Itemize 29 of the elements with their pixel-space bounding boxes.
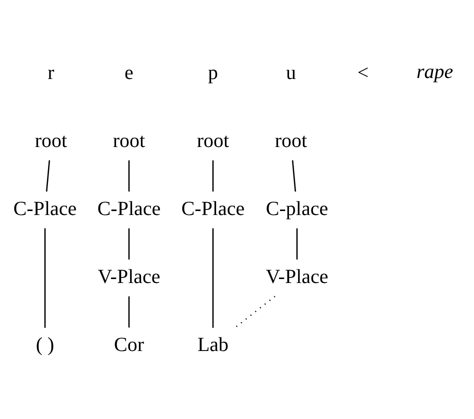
node-text: V-Place: [266, 266, 328, 288]
node-text: C-Place: [97, 198, 161, 220]
node-text: root: [196, 130, 230, 152]
label: p: [208, 62, 218, 84]
label: rape: [416, 60, 454, 82]
node-text: V-Place: [98, 266, 160, 288]
connector: [44, 228, 46, 328]
node-text: root: [274, 130, 308, 152]
label: u: [286, 62, 296, 84]
connector: [128, 228, 130, 260]
connector: [296, 228, 298, 260]
node-text: C-place: [266, 198, 328, 220]
node-text: ( ): [36, 334, 54, 356]
node-text: Cor: [114, 334, 144, 356]
connector: [128, 160, 130, 192]
node-text: C-Place: [181, 198, 245, 220]
connector: [46, 160, 50, 192]
connector: [212, 160, 214, 192]
connector: [292, 160, 296, 192]
node-text: root: [34, 130, 68, 152]
node-text: root: [112, 130, 146, 152]
connector: [234, 295, 276, 328]
connector: [212, 228, 214, 328]
label: e: [124, 62, 134, 84]
node-text: C-Place: [13, 198, 77, 220]
label: r: [48, 62, 54, 84]
node-text: Lab: [197, 334, 229, 356]
connector: [128, 296, 130, 328]
label: <: [357, 62, 369, 84]
